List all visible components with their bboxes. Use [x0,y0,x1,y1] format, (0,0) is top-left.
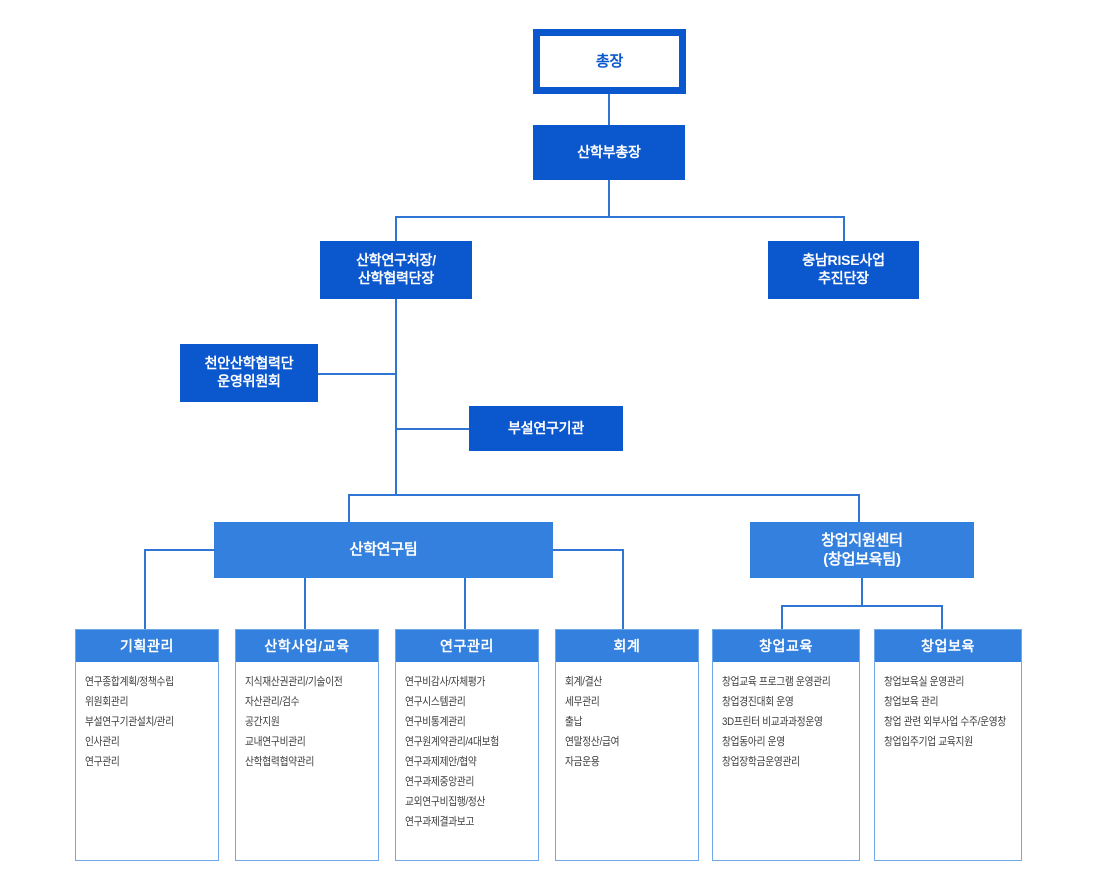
list-item: 출납 [565,716,583,729]
list-item: 창업장학금운영관리 [722,756,800,769]
connector-bus-to-rise-project [843,216,845,242]
node-president[interactable]: 총장 [533,29,686,94]
list-item: 부설연구기관설치/관리 [85,716,174,729]
list-item: 교외연구비집행/정산 [405,796,486,809]
list-item: 창업입주기업 교육지원 [884,736,973,749]
column-startup-incubation[interactable]: 창업보육 창업보육실 운영관리 창업보육 관리 창업 관련 외부사업 수주/운영… [874,629,1022,861]
list-item: 연구관리 [85,756,120,769]
connector-vice-president-down [608,180,610,217]
node-committee-line-2: 운영위원회 [217,373,281,389]
connector-team-right-stub [553,549,624,551]
list-item: 회계/결산 [565,676,603,688]
list-item: 창업 관련 외부사업 수주/운영창 [884,716,1007,729]
node-research-director[interactable]: 산학연구처장/ 산학협력단장 [320,241,472,299]
column-body-startup-incubation: 창업보육실 운영관리 창업보육 관리 창업 관련 외부사업 수주/운영창 창업입… [875,662,1021,860]
list-item: 위원회관리 [85,696,129,709]
column-header-planning-management: 기획관리 [76,630,218,662]
connector-bus-to-startup-center [858,494,860,523]
connector-team-to-research-management [464,578,466,629]
connector-team-to-planning-management [144,549,146,629]
list-item: 창업보육 관리 [884,696,939,709]
node-vice-president-label: 산학부총장 [577,143,641,160]
node-startup-center-line-1: 창업지원센터 [821,531,903,549]
column-body-accounting: 회계/결산 세무관리 출납 연말정산/급여 자금운용 [556,662,698,860]
node-committee[interactable]: 천안산학협력단 운영위원회 [180,344,318,402]
list-item: 교내연구비관리 [245,736,306,749]
connector-bus-to-startup-incubation [941,605,943,629]
node-affiliated-institute[interactable]: 부설연구기관 [469,406,623,451]
node-industry-research-team-label: 산학연구팀 [349,541,418,559]
column-header-startup-education: 창업교육 [713,630,859,662]
column-industry-project-education[interactable]: 산학사업/교육 지식재산권관리/기술이전 자산관리/검수 공간지원 교내연구비관… [235,629,379,861]
list-item: 연구과제중앙관리 [405,776,475,789]
list-item: 지식재산권관리/기술이전 [245,676,343,688]
connector-bus-to-industry-research-team [348,494,350,523]
node-vice-president[interactable]: 산학부총장 [533,125,685,180]
connector-bus-to-startup-education [781,605,783,629]
column-body-research-management: 연구비감사/자체평가 연구시스템관리 연구비통계관리 연구원계약관리/4대보험 … [396,662,538,860]
connector-president-to-vice-president [608,94,610,125]
list-item: 자금운용 [565,756,600,769]
list-item: 자산관리/검수 [245,696,300,709]
column-body-industry-project-education: 지식재산권관리/기술이전 자산관리/검수 공간지원 교내연구비관리 산학협력협약… [236,662,378,860]
node-research-director-line-1: 산학연구처장/ [356,252,436,269]
node-industry-research-team[interactable]: 산학연구팀 [214,522,553,578]
connector-level3-bus [395,216,845,218]
list-item: 연구과제결과보고 [405,816,475,829]
connector-team-left-stub [144,549,215,551]
list-item: 산학협력협약관리 [245,756,315,769]
connector-team-to-industry-project-education [304,578,306,629]
connector-research-director-spine [395,299,397,495]
column-accounting[interactable]: 회계 회계/결산 세무관리 출납 연말정산/급여 자금운용 [555,629,699,861]
column-header-startup-incubation: 창업보육 [875,630,1021,662]
list-item: 연구종합계획/정책수립 [85,676,174,688]
node-startup-center[interactable]: 창업지원센터 (창업보육팀) [750,522,974,578]
list-item: 창업보육실 운영관리 [884,676,965,688]
column-planning-management[interactable]: 기획관리 연구종합계획/정책수립 위원회관리 부설연구기관설치/관리 인사관리 … [75,629,219,861]
column-body-startup-education: 창업교육 프로그램 운영관리 창업경진대회 운영 3D프린터 비교과과정운영 창… [713,662,859,860]
list-item: 세무관리 [565,696,600,709]
list-item: 창업동아리 운영 [722,736,785,749]
node-rise-project-line-2: 추진단장 [818,270,869,286]
column-research-management[interactable]: 연구관리 연구비감사/자체평가 연구시스템관리 연구비통계관리 연구원계약관리/… [395,629,539,861]
list-item: 연구과제제안/협약 [405,756,477,769]
column-header-accounting: 회계 [556,630,698,662]
connector-spine-to-committee [318,373,397,375]
connector-bus-to-research-director [395,216,397,242]
connector-team-bus [348,494,860,496]
list-item: 창업경진대회 운영 [722,696,794,709]
list-item: 공간지원 [245,716,280,729]
column-header-industry-project-education: 산학사업/교육 [236,630,378,662]
connector-spine-to-affiliated-institute [395,428,469,430]
column-header-research-management: 연구관리 [396,630,538,662]
node-rise-project-line-1: 충남RISE사업 [802,252,885,269]
list-item: 연구시스템관리 [405,696,466,709]
connector-startup-center-down [861,578,863,606]
list-item: 연구비감사/자체평가 [405,676,486,688]
list-item: 연구원계약관리/4대보험 [405,736,499,749]
node-research-director-line-2: 산학협력단장 [357,270,435,286]
connector-startup-center-bus [781,605,942,607]
node-affiliated-institute-label: 부설연구기관 [507,419,585,436]
list-item: 3D프린터 비교과과정운영 [722,716,823,729]
node-startup-center-line-2: (창업보육팀) [823,551,901,568]
list-item: 연말정산/급여 [565,736,620,749]
node-rise-project[interactable]: 충남RISE사업 추진단장 [768,241,919,299]
list-item: 창업교육 프로그램 운영관리 [722,676,831,688]
list-item: 인사관리 [85,736,120,749]
column-startup-education[interactable]: 창업교육 창업교육 프로그램 운영관리 창업경진대회 운영 3D프린터 비교과과… [712,629,860,861]
node-committee-line-1: 천안산학협력단 [204,355,294,372]
connector-team-to-accounting [622,549,624,629]
node-president-label: 총장 [595,52,624,70]
list-item: 연구비통계관리 [405,716,466,729]
column-body-planning-management: 연구종합계획/정책수립 위원회관리 부설연구기관설치/관리 인사관리 연구관리 [76,662,218,860]
